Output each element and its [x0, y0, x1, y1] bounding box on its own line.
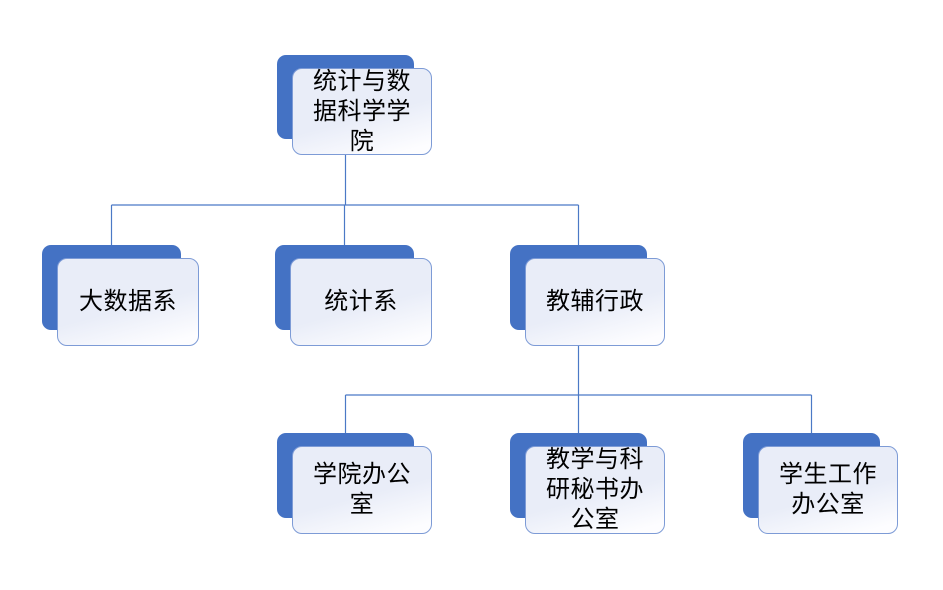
- org-node-statistics-dept[interactable]: 统计系: [275, 245, 432, 346]
- org-node-student-affairs-office[interactable]: 学生工作办公室: [743, 433, 898, 534]
- org-node-teaching-research-secretary-office[interactable]: 教学与科研秘书办公室: [510, 433, 665, 534]
- connector-path: [110, 140, 813, 440]
- node-card: 教学与科研秘书办公室: [525, 446, 665, 534]
- node-label: 统计系: [324, 288, 398, 315]
- org-node-root[interactable]: 统计与数据科学学院: [277, 55, 432, 155]
- node-card: 统计系: [290, 258, 432, 346]
- org-node-college-office[interactable]: 学院办公室: [277, 433, 432, 534]
- node-label: 统计与数据科学学院: [313, 67, 411, 155]
- node-label: 大数据系: [79, 288, 177, 315]
- node-card: 教辅行政: [525, 258, 665, 346]
- node-card: 大数据系: [57, 258, 199, 346]
- node-card: 统计与数据科学学院: [292, 68, 432, 155]
- node-label: 学院办公室: [313, 461, 411, 518]
- node-label: 学生工作办公室: [779, 461, 877, 518]
- node-card: 学院办公室: [292, 446, 432, 534]
- node-card: 学生工作办公室: [758, 446, 898, 534]
- node-label: 教学与科研秘书办公室: [546, 446, 644, 533]
- org-node-admin-support[interactable]: 教辅行政: [510, 245, 665, 346]
- org-node-big-data-dept[interactable]: 大数据系: [42, 245, 199, 346]
- node-label: 教辅行政: [546, 288, 644, 315]
